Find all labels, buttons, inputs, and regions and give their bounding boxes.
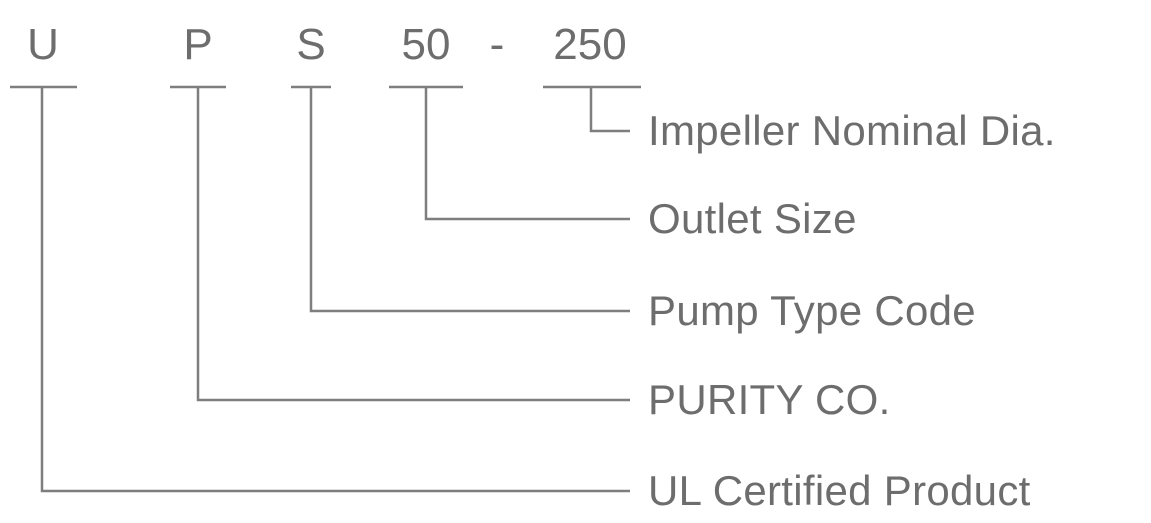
label-outlet-size: Outlet Size: [648, 195, 857, 242]
leader-line-s: [291, 85, 630, 313]
label-purity-co: PURITY CO.: [648, 376, 891, 423]
code-segment-s: S: [296, 20, 326, 69]
code-segment-250: 250: [553, 20, 627, 69]
label-pump-type-code: Pump Type Code: [648, 287, 976, 334]
leader-line-p: [170, 85, 630, 402]
leader-line-u: [10, 85, 630, 493]
label-ul-certified-product: UL Certified Product: [648, 467, 1031, 514]
leader-line-50: [389, 85, 630, 221]
code-segment-separator: -: [489, 20, 505, 69]
label-impeller-nominal-dia: Impeller Nominal Dia.: [648, 107, 1056, 154]
code-segment-p: P: [183, 20, 213, 69]
leader-line-250: [543, 85, 641, 133]
code-segment-50: 50: [401, 20, 451, 69]
code-segment-u: U: [27, 20, 59, 69]
